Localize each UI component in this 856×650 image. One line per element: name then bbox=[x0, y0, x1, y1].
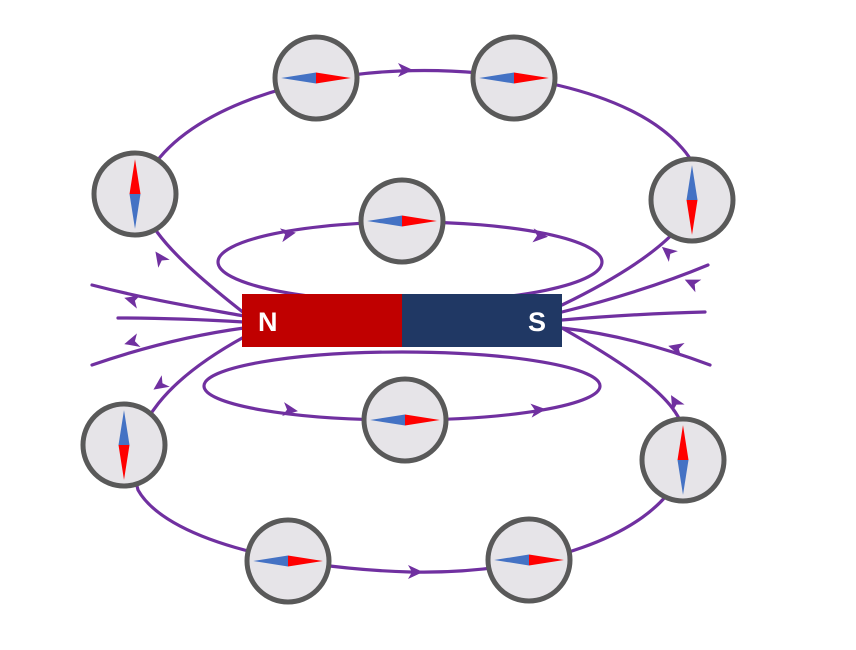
compass-icon bbox=[361, 376, 449, 464]
north-needle bbox=[405, 414, 440, 426]
compass-icon bbox=[91, 150, 179, 238]
south-needle bbox=[479, 72, 514, 84]
compass-needle-icon bbox=[677, 425, 689, 495]
compass-needle-icon bbox=[253, 555, 323, 567]
north-needle bbox=[686, 200, 698, 235]
compass-needle-icon bbox=[479, 72, 549, 84]
compass-needle-icon bbox=[281, 72, 351, 84]
south-needle bbox=[677, 460, 689, 495]
field-arrow-icon bbox=[661, 246, 678, 262]
left-middle-field-line bbox=[116, 316, 246, 324]
north-needle bbox=[514, 72, 549, 84]
north-needle bbox=[677, 425, 689, 460]
south-needle bbox=[494, 554, 529, 566]
field-direction-arrows bbox=[124, 63, 702, 579]
right-upper-field-line bbox=[560, 263, 710, 314]
south-needle bbox=[686, 165, 698, 200]
compass-needle-icon bbox=[370, 414, 440, 426]
north-needle bbox=[529, 554, 564, 566]
north-needle bbox=[402, 215, 437, 227]
south-needle bbox=[253, 555, 288, 567]
compass-icon bbox=[358, 177, 446, 265]
bar-magnet: N S bbox=[242, 294, 562, 347]
field-arrow-icon bbox=[124, 333, 141, 347]
compass-icon bbox=[272, 34, 360, 122]
field-arrow-icon bbox=[408, 565, 423, 579]
compasses bbox=[80, 34, 736, 605]
field-arrow-icon bbox=[532, 228, 548, 243]
south-needle bbox=[129, 194, 141, 229]
compass-needle-icon bbox=[129, 159, 141, 229]
field-arrow-icon bbox=[684, 279, 702, 293]
field-arrow-icon bbox=[155, 251, 170, 268]
compass-icon bbox=[244, 517, 332, 605]
compass-icon bbox=[648, 156, 736, 244]
south-needle bbox=[118, 410, 130, 445]
south-pole-label: S bbox=[528, 307, 546, 337]
compass-needle-icon bbox=[686, 165, 698, 235]
south-needle bbox=[281, 72, 316, 84]
north-needle bbox=[129, 159, 141, 194]
north-needle bbox=[288, 555, 323, 567]
compass-needle-icon bbox=[494, 554, 564, 566]
south-needle bbox=[370, 414, 405, 426]
compass-icon bbox=[639, 416, 727, 504]
compass-needle-icon bbox=[118, 410, 130, 480]
north-needle bbox=[118, 445, 130, 480]
field-arrow-icon bbox=[124, 295, 141, 309]
north-pole bbox=[242, 294, 402, 347]
north-needle bbox=[316, 72, 351, 84]
south-pole bbox=[402, 294, 562, 347]
field-arrow-icon bbox=[282, 402, 298, 416]
right-middle-field-line bbox=[560, 310, 707, 322]
left-upper-field-line bbox=[90, 283, 246, 318]
compass-icon bbox=[470, 34, 558, 122]
south-needle bbox=[367, 215, 402, 227]
field-arrow-icon bbox=[398, 63, 413, 77]
compass-needle-icon bbox=[367, 215, 437, 227]
left-lower-field-line bbox=[90, 326, 246, 367]
compass-icon bbox=[80, 401, 168, 489]
field-arrow-icon bbox=[671, 395, 685, 412]
north-pole-label: N bbox=[258, 307, 278, 337]
field-arrow-icon bbox=[279, 228, 296, 243]
compass-icon bbox=[485, 516, 573, 604]
field-arrow-icon bbox=[668, 343, 685, 357]
field-arrow-icon bbox=[530, 403, 546, 418]
field-arrow-icon bbox=[153, 375, 170, 390]
right-lower-field-line bbox=[560, 326, 712, 367]
